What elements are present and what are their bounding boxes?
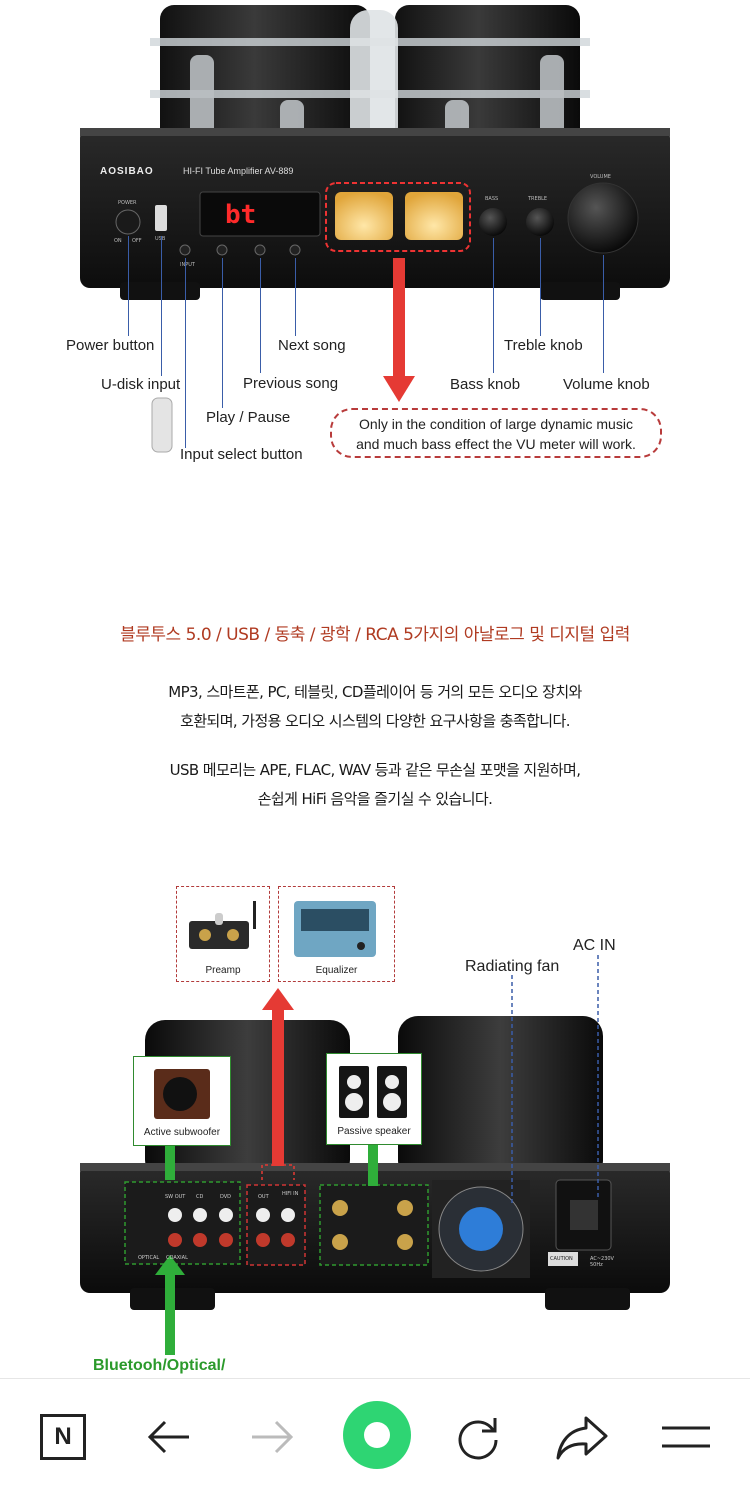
- panel-bass-label: BASS: [485, 196, 499, 202]
- brand-logo: AOSIBAO: [100, 166, 154, 177]
- amp-rear-image: Preamp Equalizer Radiating fan AC IN Act…: [0, 880, 750, 1378]
- paragraph-2-line-1: USB 메모리는 APE, FLAC, WAV 등과 같은 무손실 포맷을 지원…: [169, 761, 581, 779]
- leader-line: [603, 255, 604, 373]
- green-dot-button[interactable]: [343, 1401, 411, 1469]
- led-display: bt: [225, 200, 257, 230]
- panel-treble-label: TREBLE: [528, 196, 548, 202]
- amp-front-illustration: [80, 5, 670, 453]
- leader-line: [260, 258, 261, 373]
- label-u-disk-input: U-disk input: [101, 376, 181, 393]
- panel-volume-label: VOLUME: [590, 174, 611, 180]
- share-icon: [556, 1416, 608, 1460]
- panel-caution-label: CAUTION: [550, 1256, 573, 1262]
- model-name: HI-FI Tube Amplifier AV-889: [183, 166, 294, 176]
- passive-speaker-label: Passive speaker: [337, 1126, 411, 1137]
- arrow-left-icon: [147, 1420, 189, 1454]
- panel-out-label: OUT: [258, 1194, 269, 1200]
- menu-button[interactable]: [656, 1407, 716, 1467]
- leader-line: [295, 258, 296, 336]
- amp-front-image: AOSIBAO HI-FI Tube Amplifier AV-889 bt P…: [0, 0, 750, 480]
- preamp-image: [189, 901, 256, 949]
- label-input-select: Input select button: [180, 446, 303, 463]
- leader-line: [222, 258, 223, 408]
- equalizer-box: Equalizer: [278, 886, 395, 982]
- vu-note-line2: and much bass effect the VU meter will w…: [356, 436, 636, 452]
- panel-off-label: OFF: [132, 238, 142, 244]
- panel-ac-label: AC~230V 50Hz: [590, 1256, 614, 1268]
- leader-line: [185, 258, 186, 448]
- active-subwoofer-label: Active subwoofer: [143, 1127, 221, 1138]
- n-icon: N: [40, 1414, 86, 1460]
- browser-bottom-toolbar: N: [0, 1378, 750, 1494]
- label-ac-in: AC IN: [573, 937, 616, 954]
- label-play-pause: Play / Pause: [206, 409, 291, 426]
- label-treble-knob: Treble knob: [504, 337, 583, 354]
- panel-hifiin-label: HIFI IN: [282, 1191, 299, 1197]
- paragraph-1-line-2: 호환되며, 가정용 오디오 시스템의 다양한 요구사항을 충족합니다.: [180, 712, 570, 730]
- panel-dvd-label: DVD: [220, 1194, 232, 1200]
- leader-line: [493, 238, 494, 373]
- panel-usb-label: USB: [155, 236, 166, 242]
- forward-button[interactable]: [242, 1407, 302, 1467]
- panel-on-label: ON: [114, 238, 122, 244]
- equalizer-image: [294, 901, 376, 957]
- n-icon-letter: N: [54, 1423, 72, 1450]
- label-next-song: Next song: [278, 337, 346, 354]
- vu-meter-note: Only in the condition of large dynamic m…: [330, 408, 662, 458]
- share-button[interactable]: [552, 1407, 612, 1467]
- label-radiating-fan: Radiating fan: [465, 958, 560, 975]
- label-bass-knob: Bass knob: [450, 376, 521, 393]
- hamburger-menu-icon: [662, 1426, 710, 1448]
- preamp-box: Preamp: [176, 886, 270, 982]
- leader-line: [128, 236, 129, 336]
- feature-paragraph-2: USB 메모리는 APE, FLAC, WAV 등과 같은 무손실 포맷을 지원…: [0, 756, 750, 814]
- label-bluetooth-optical: Bluetooh/Optical/: [93, 1357, 226, 1374]
- leader-line: [540, 238, 541, 336]
- amp-rear-illustration: [80, 955, 670, 1355]
- panel-cd-label: CD: [196, 1194, 204, 1200]
- panel-optical-label: OPTICAL: [138, 1255, 160, 1261]
- label-previous-song: Previous song: [243, 375, 339, 392]
- leader-line: [161, 236, 162, 376]
- speaker-image: [339, 1066, 407, 1118]
- back-button[interactable]: [139, 1407, 199, 1467]
- preamp-label: Preamp: [205, 965, 241, 976]
- green-dot-icon: [343, 1401, 411, 1469]
- active-subwoofer-box: Active subwoofer: [133, 1056, 231, 1146]
- label-volume-knob: Volume knob: [563, 376, 650, 393]
- feature-paragraph-1: MP3, 스마트폰, PC, 테블릿, CD플레이어 등 거의 모든 오디오 장…: [0, 678, 750, 736]
- paragraph-1-line-1: MP3, 스마트폰, PC, 테블릿, CD플레이어 등 거의 모든 오디오 장…: [168, 683, 582, 701]
- naver-home-button[interactable]: N: [33, 1407, 93, 1467]
- vu-note-line1: Only in the condition of large dynamic m…: [359, 416, 633, 432]
- panel-swout-label: SW OUT: [165, 1194, 186, 1200]
- arrow-right-icon: [252, 1420, 294, 1454]
- label-power-button: Power button: [66, 337, 155, 354]
- panel-coaxial-label: COAXIAL: [166, 1255, 188, 1261]
- refresh-icon: [458, 1418, 498, 1460]
- feature-title: 블루투스 5.0 / USB / 동축 / 광학 / RCA 5가지의 아날로그…: [120, 625, 630, 645]
- equalizer-label: Equalizer: [315, 965, 358, 976]
- panel-input-label: INPUT: [180, 262, 195, 268]
- subwoofer-image: [154, 1069, 210, 1119]
- refresh-button[interactable]: [448, 1407, 508, 1467]
- paragraph-2-line-2: 손쉽게 HiFi 음악을 즐기실 수 있습니다.: [257, 790, 493, 808]
- panel-power-label: POWER: [118, 200, 137, 206]
- passive-speaker-box: Passive speaker: [326, 1053, 422, 1145]
